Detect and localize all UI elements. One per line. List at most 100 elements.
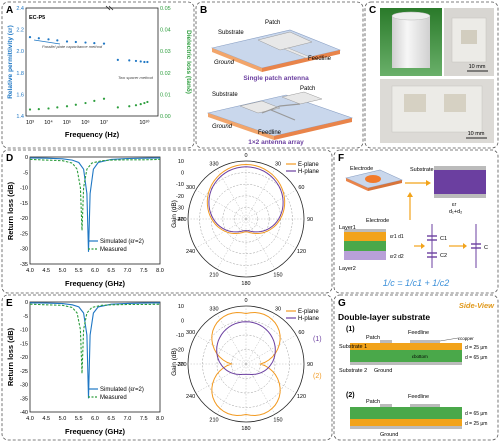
- a-point: [37, 107, 40, 111]
- polar-angle-tick: 270: [177, 362, 186, 368]
- rl-y-tick: -10: [20, 186, 28, 192]
- f-eps1-label: εr1 d1: [390, 234, 404, 240]
- polar-spoke: [195, 363, 247, 394]
- a-point: [74, 103, 77, 106]
- polar-angle-tick: 120: [297, 249, 306, 255]
- rl-y-tick: -35: [20, 396, 28, 402]
- polar-angle-tick: 150: [273, 272, 282, 278]
- polar-angle-tick: 0: [244, 298, 247, 304]
- f-substrate-label: Substrate: [410, 167, 434, 173]
- e-polar-legend-e: E-plane: [298, 309, 319, 315]
- panel-c: C 10 mm 10 mm: [364, 1, 499, 149]
- rl-y-tick: -20: [20, 216, 28, 222]
- a-y-right-tick: 0.02: [160, 71, 171, 77]
- a-annotation-parallel: Parallel plate capacitance method: [42, 44, 103, 49]
- f-capacitor-box: [434, 166, 486, 198]
- rl-x-tick: 6.0: [91, 416, 99, 422]
- a-point: [102, 97, 106, 100]
- a-point: [74, 40, 77, 44]
- g-structure-1: [350, 337, 462, 365]
- rl-simulated-line: [29, 157, 161, 252]
- array-illustration: [206, 91, 354, 140]
- panel-b-letter: B: [200, 5, 207, 16]
- panel-f-letter: F: [338, 153, 344, 164]
- polar-e-plane-curve: [206, 163, 286, 234]
- a-y-right-tick: 0.01: [160, 92, 171, 98]
- b-bottom-feedline: Feedline: [258, 130, 282, 136]
- polar-angle-tick: 240: [186, 249, 195, 255]
- b-top-patch: Patch: [265, 20, 280, 26]
- g-s2-ground: Ground: [380, 432, 398, 438]
- rl-y-tick: 0: [25, 300, 28, 306]
- rl-x-tick: 5.5: [75, 416, 83, 422]
- e-rl-ylabel: Return loss (dB): [6, 327, 15, 386]
- d-polar-legend-h: H-plane: [298, 169, 320, 175]
- polar-r-tick: 0: [181, 319, 184, 325]
- rl-x-tick: 7.0: [124, 416, 132, 422]
- f-c2-label: C2: [440, 253, 447, 259]
- f-series-capacitors: [427, 224, 481, 268]
- panel-e-letter: E: [6, 298, 13, 309]
- g-s1-d2: d = 65 μm: [465, 355, 487, 361]
- f-c1-label: C1: [440, 236, 447, 242]
- polar-angle-tick: 120: [297, 394, 306, 400]
- e-rl-legend: Simulated (εr=2) Measured: [88, 387, 144, 401]
- f-electrode2-label: Electrode: [366, 218, 389, 224]
- a-y-right-tick: 0.03: [160, 49, 171, 55]
- b-top-caption: Single patch antenna: [243, 75, 309, 82]
- rl-x-tick: 7.0: [124, 268, 132, 274]
- rl-x-tick: 4.0: [26, 268, 34, 274]
- polar-angle-tick: 330: [209, 162, 218, 168]
- g-s1-d1: d = 25 μm: [465, 345, 487, 351]
- e-rl-legend-meas: Measured: [100, 395, 127, 401]
- rl-x-tick: 4.0: [26, 416, 34, 422]
- f-d-label: d₁+d₂: [449, 209, 462, 215]
- polar-r-tick: -40: [176, 217, 184, 223]
- d-return-loss-y-ticks: 0-5-10-15-20-25-30-35: [20, 155, 28, 268]
- polar-spoke: [216, 218, 247, 270]
- rl-y-tick: -15: [20, 341, 28, 347]
- a-point: [116, 106, 119, 109]
- rl-y-tick: -15: [20, 201, 28, 207]
- g-s1-sub2: Substrate 2: [339, 368, 367, 374]
- a-legend-label: EC-P5: [29, 15, 45, 21]
- g-s2-marker: (2): [346, 392, 355, 399]
- c-scale-2: 10 mm: [468, 131, 485, 137]
- a-point: [139, 60, 142, 63]
- single-patch-illustration: [210, 29, 342, 72]
- e-rl-legend-sim: Simulated (εr=2): [100, 387, 144, 393]
- e-return-loss-plot: [29, 302, 161, 399]
- b-top-substrate: Substrate: [218, 30, 244, 36]
- a-point: [128, 105, 131, 108]
- a-y-left-tick: 1.8: [16, 71, 24, 77]
- a-point: [143, 101, 146, 105]
- panel-c-letter: C: [369, 5, 376, 16]
- a-y-left-tick: 1.6: [16, 92, 24, 98]
- a-plot-area: [28, 36, 149, 111]
- b-top-ground: Ground: [214, 60, 235, 66]
- rl-y-tick: -30: [20, 247, 28, 253]
- a-y-left-tick: 2.2: [16, 28, 24, 34]
- polar-angle-tick: 60: [298, 185, 304, 191]
- g-s1-copper: εcopper: [458, 336, 474, 341]
- polar-spoke: [245, 363, 297, 394]
- panel-g-letter: G: [338, 298, 346, 309]
- b-bottom-patch: Patch: [300, 86, 315, 92]
- a-point: [56, 39, 59, 42]
- polar-spoke: [245, 189, 297, 220]
- polar-angle-tick: 210: [209, 417, 218, 423]
- f-layer-stack: [344, 229, 386, 260]
- g-s2-patch: Patch: [366, 399, 380, 405]
- a-point: [28, 108, 32, 111]
- rl-x-tick: 5.5: [75, 268, 83, 274]
- rl-x-tick: 7.5: [140, 416, 148, 422]
- polar-r-tick: -20: [176, 194, 184, 200]
- polar-angle-tick: 300: [186, 330, 195, 336]
- g-title: Double-layer substrate: [338, 312, 430, 322]
- panel-f: F Electrode Substrate εr d₁+d₂ Layer1 La…: [333, 149, 499, 294]
- rl-y-tick: -5: [23, 314, 28, 320]
